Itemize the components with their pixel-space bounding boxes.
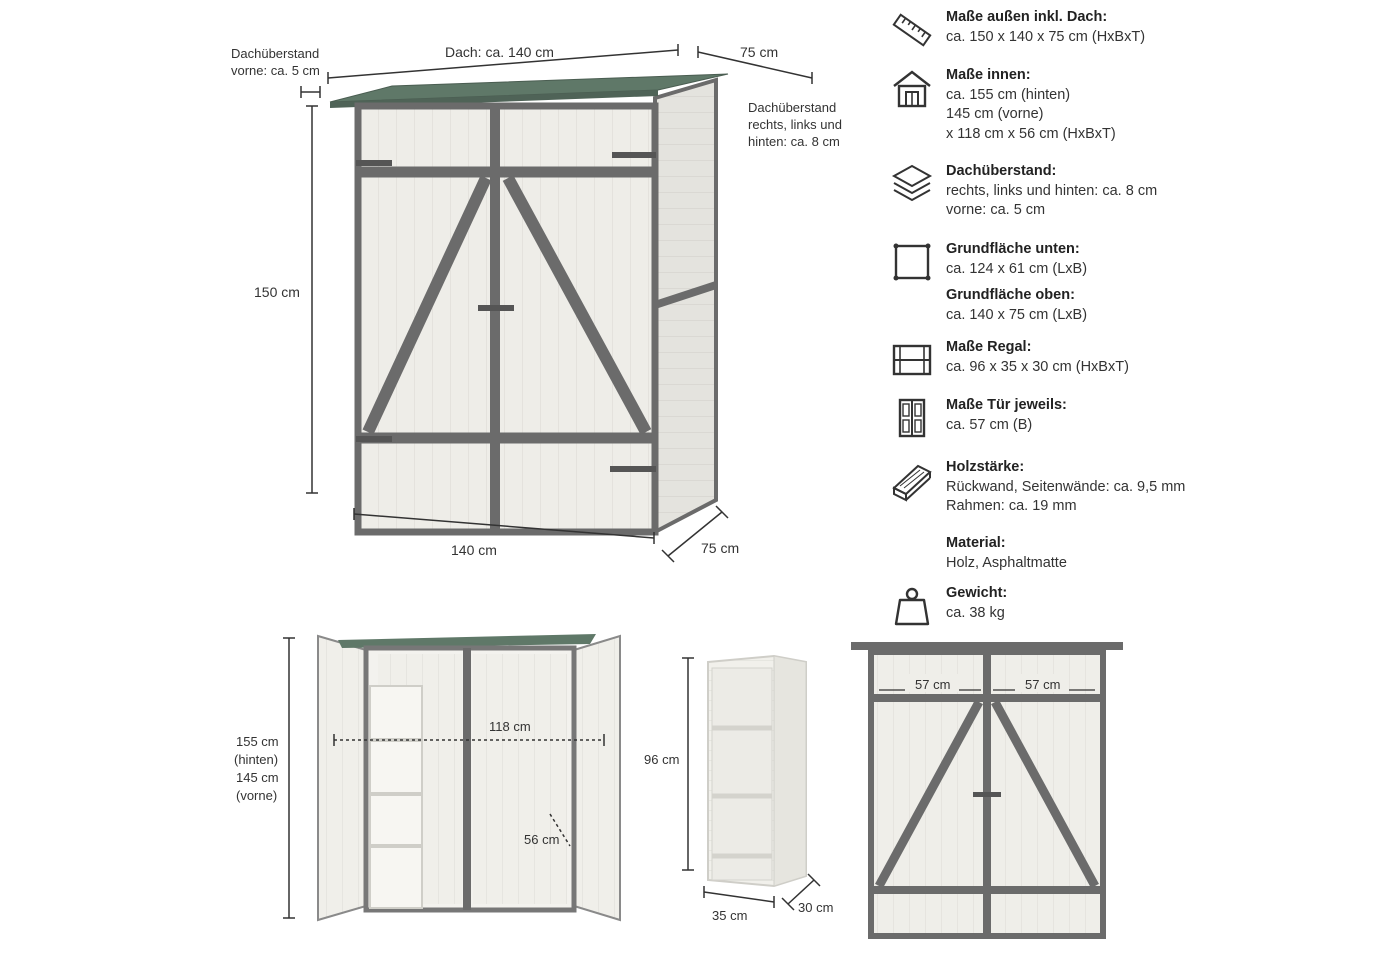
spec-title: Maße außen inkl. Dach: (946, 9, 1108, 25)
dim-base-depth: 75 cm (661, 505, 739, 563)
height-label: 150 cm (254, 284, 300, 300)
dim-base-width: 140 cm (353, 508, 655, 558)
inner-height-label-1: 155 cm (236, 734, 279, 749)
spec-title: Gewicht: (946, 585, 1008, 601)
shelf-height-label: 96 cm (644, 752, 679, 767)
side-overhang-label-3: hinten: ca. 8 cm (748, 134, 840, 149)
spec-line: ca. 140 x 75 cm (LxB) (946, 306, 1088, 323)
shelf-icon (890, 338, 934, 382)
dim-roof-depth: 75 cm (697, 44, 813, 84)
side-overhang-label-1: Dachüberstand (748, 100, 836, 115)
square-icon (890, 240, 934, 284)
door-right-label: 57 cm (1025, 677, 1060, 692)
spec-line: 145 cm (vorne) (946, 106, 1044, 122)
shelf-diagram: 96 cm 35 cm 30 cm (644, 654, 833, 923)
front-overhang-label-1: Dachüberstand (231, 46, 319, 61)
spec-title: Maße Tür jeweils: (946, 397, 1067, 413)
spec-title: Grundfläche unten: (946, 241, 1080, 257)
inner-width-label: 118 cm (489, 719, 531, 734)
shed-main-diagram: Dach: ca. 140 cm 75 cm Dachüberstand vor… (231, 44, 842, 563)
base-width-label: 140 cm (451, 542, 497, 558)
spec-title: Material: (946, 535, 1006, 551)
spec-title: Maße innen: (946, 67, 1031, 83)
house-icon (890, 66, 934, 110)
inner-height-label-2: (hinten) (234, 752, 278, 767)
spec-line: Rahmen: ca. 19 mm (946, 498, 1077, 514)
dim-roof-width: Dach: ca. 140 cm (327, 44, 679, 84)
shelf-width-label: 35 cm (712, 908, 747, 923)
spec-title: Maße Regal: (946, 339, 1032, 355)
spec-line: ca. 150 x 140 x 75 cm (HxBxT) (946, 28, 1146, 45)
shelf-depth-label: 30 cm (798, 900, 833, 915)
shed-front-door-diagram: 57 cm 57 cm (851, 642, 1123, 939)
front-overhang-label-2: vorne: ca. 5 cm (231, 63, 320, 78)
layers-icon (890, 162, 934, 206)
roof-width-label: Dach: ca. 140 cm (445, 44, 554, 60)
spec-line: ca. 38 kg (946, 604, 1005, 621)
ruler-icon (890, 8, 934, 52)
spec-line: vorne: ca. 5 cm (946, 202, 1046, 218)
spec-line: x 118 cm x 56 cm (HxBxT) (946, 125, 1116, 142)
door-left-label: 57 cm (915, 677, 950, 692)
shed-open-diagram: 155 cm (hinten) 145 cm (vorne) 118 cm 56… (234, 634, 621, 922)
side-overhang-label-2: rechts, links und (748, 117, 842, 132)
shed-front-view (329, 73, 729, 536)
base-depth-label: 75 cm (701, 540, 739, 556)
spec-line: Rückwand, Seitenwände: ca. 9,5 mm (946, 478, 1186, 495)
inner-height-label-4: (vorne) (236, 788, 277, 803)
spec-title: Grundfläche oben: (946, 287, 1075, 303)
wood-icon (890, 458, 934, 502)
dim-height: 150 cm (254, 105, 318, 494)
spec-title: Dachüberstand: (946, 163, 1057, 179)
spec-line: ca. 124 x 61 cm (LxB) (946, 260, 1088, 277)
spec-title: Holzstärke: (946, 459, 1025, 475)
inner-depth-label: 56 cm (524, 832, 559, 847)
door-icon (890, 396, 934, 440)
roof-depth-label: 75 cm (740, 44, 778, 60)
spec-line: Holz, Asphaltmatte (946, 554, 1067, 571)
weight-icon (890, 584, 934, 628)
spec-line: ca. 96 x 35 x 30 cm (HxBxT) (946, 358, 1129, 375)
spec-line: rechts, links und hinten: ca. 8 cm (946, 182, 1158, 199)
spec-line: ca. 155 cm (hinten) (946, 86, 1071, 103)
spec-line: ca. 57 cm (B) (946, 416, 1033, 433)
inner-height-label-3: 145 cm (236, 770, 279, 785)
